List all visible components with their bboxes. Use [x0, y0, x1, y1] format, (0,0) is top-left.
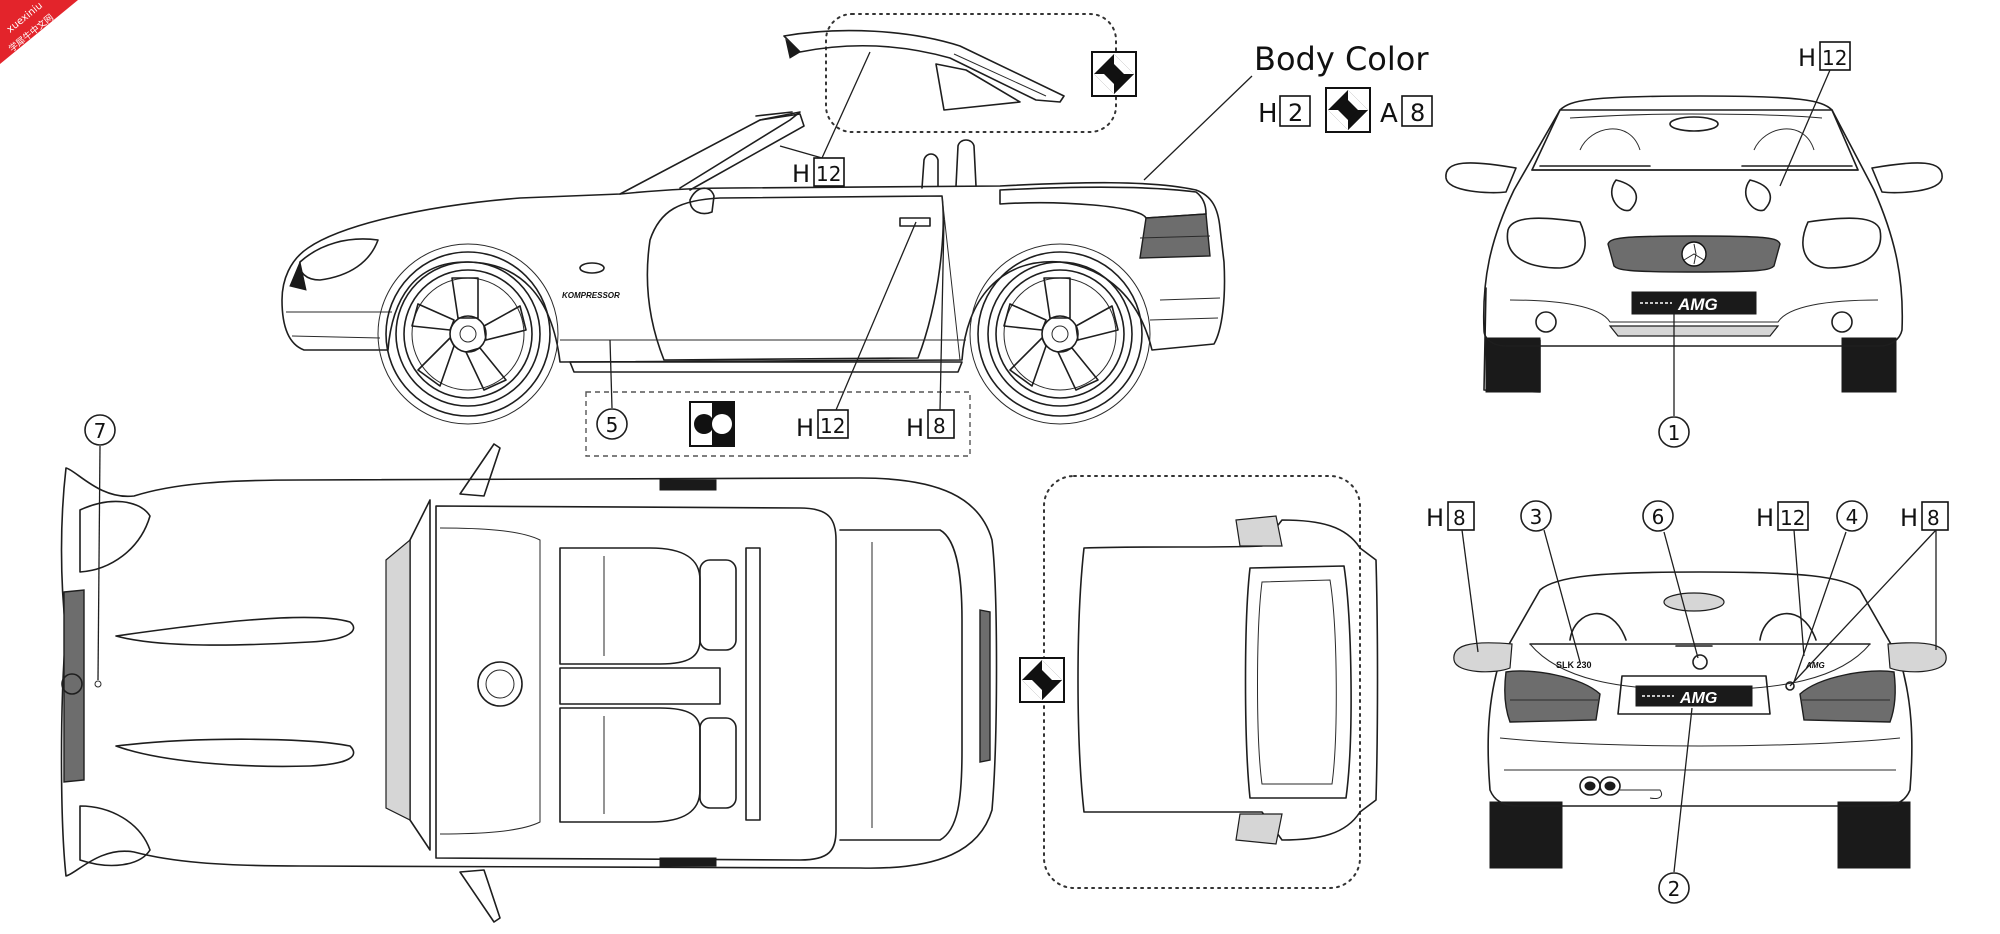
- decal-7-number: 7: [94, 419, 107, 443]
- h8-rear-left-prefix: H: [1426, 504, 1444, 532]
- code-a8-number: 8: [1410, 99, 1425, 127]
- hardtop-plan-swatch: [1019, 657, 1065, 703]
- h8-door-prefix: H: [906, 414, 924, 442]
- h12-side-number: 12: [816, 162, 841, 186]
- code-h2-number: 2: [1288, 99, 1303, 127]
- code-a8-prefix: A: [1380, 99, 1398, 129]
- h12-door-number: 12: [820, 414, 845, 438]
- code-h2-prefix: H: [1258, 99, 1278, 129]
- h12-front-number: 12: [1822, 46, 1847, 70]
- decal-6-number: 6: [1652, 505, 1665, 529]
- body-color-title: Body Color: [1254, 40, 1429, 78]
- rear-plate-text: AMG: [1679, 690, 1717, 707]
- decal-5-number: 5: [606, 413, 619, 437]
- h12-side-prefix: H: [792, 160, 810, 188]
- side-view-callouts: H 12 5 H 12 H 8: [585, 51, 971, 457]
- h8-door-number: 8: [933, 414, 946, 438]
- car-side-view: KOMPRESSOR: [281, 111, 1226, 425]
- car-rear-view: AMG SLK 230 AMG: [1453, 571, 1947, 869]
- h12-front-prefix: H: [1798, 44, 1816, 72]
- h8-rear-left-number: 8: [1453, 506, 1466, 530]
- car-top-view: [60, 443, 998, 923]
- rear-view-callouts: H 8 3 6 H 12 4 H 8 2: [1426, 500, 1949, 904]
- decal-1-number: 1: [1668, 421, 1681, 445]
- rear-model-badge: SLK 230: [1556, 660, 1592, 670]
- rear-amg-badge: AMG: [1805, 661, 1825, 670]
- front-plate-text: AMG: [1677, 295, 1718, 314]
- h12-rear-number: 12: [1780, 506, 1805, 530]
- corner-watermark: xuexiniu 学犀牛中文网: [0, 0, 78, 64]
- hardtop-plan-callout: [1043, 475, 1379, 889]
- h12-door-prefix: H: [796, 414, 814, 442]
- h8-rear-right-number: 8: [1927, 506, 1940, 530]
- kompressor-badge: KOMPRESSOR: [562, 291, 620, 300]
- front-view-callouts: H 12 1: [1658, 41, 1851, 448]
- h12-rear-prefix: H: [1756, 504, 1774, 532]
- two-tone-swatch-icon: [689, 401, 735, 447]
- decal-3-number: 3: [1530, 505, 1543, 529]
- body-color-leader: [1143, 75, 1253, 181]
- car-front-view: AMG: [1445, 95, 1943, 393]
- hardtop-side-callout: [783, 13, 1117, 133]
- decal-2-number: 2: [1668, 877, 1681, 901]
- top-view-callouts: 7: [84, 414, 116, 681]
- decal-4-number: 4: [1846, 505, 1859, 529]
- body-color-codes: H 2 A 8: [1258, 87, 1433, 133]
- hardtop-paint-swatch: [1091, 51, 1137, 97]
- h8-rear-right-prefix: H: [1900, 504, 1918, 532]
